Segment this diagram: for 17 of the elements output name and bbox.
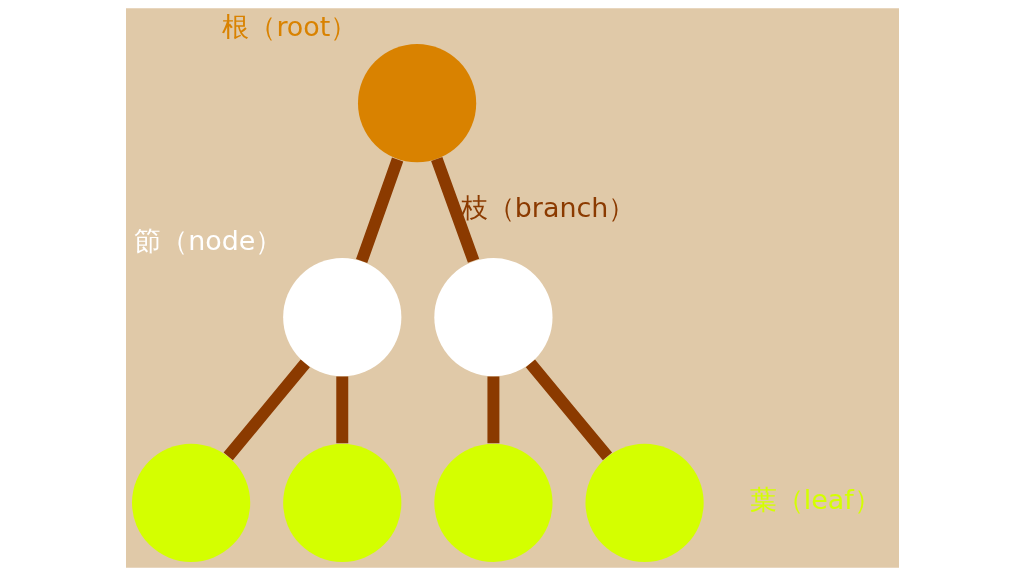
node-circle [433, 258, 553, 377]
node-label: 節（node） [133, 224, 282, 256]
node-label: 葉（leaf） [749, 484, 881, 516]
node-circle [282, 443, 401, 562]
connector [355, 157, 403, 264]
node-label: 根（root） [221, 10, 357, 42]
connector [223, 359, 310, 461]
connector [486, 376, 499, 444]
connector [525, 359, 612, 461]
edge-label: 枝（branch） [460, 191, 635, 223]
node-circle [433, 443, 553, 562]
node-circle [282, 258, 401, 377]
node-circle [357, 44, 476, 163]
connector [430, 156, 479, 263]
connector [335, 376, 348, 444]
node-circle [131, 443, 250, 562]
node-circle [584, 443, 704, 562]
